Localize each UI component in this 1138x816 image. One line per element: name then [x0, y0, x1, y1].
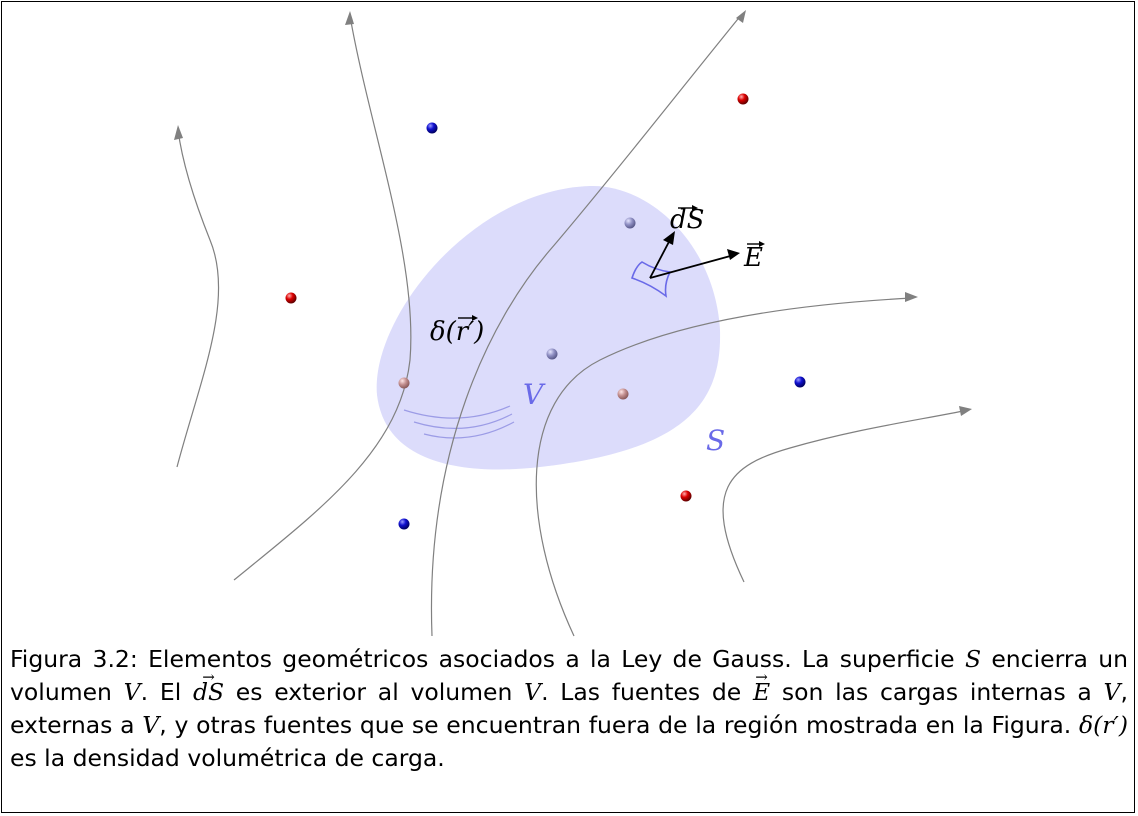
caption-text: es la densidad volumétrica de carga.: [10, 744, 445, 772]
negative-charge: [398, 518, 410, 530]
charge-density-label: δ(r′): [430, 317, 484, 347]
caption-text: . El: [140, 678, 193, 706]
field-line-1: [176, 129, 220, 468]
caption-math-V: V: [524, 678, 542, 706]
arrowhead-1: [174, 125, 183, 140]
field-line-arrowheads: [174, 10, 972, 416]
positive-charge: [285, 292, 297, 304]
E-label: E: [743, 243, 763, 273]
dS-label-overarrow-head: [692, 205, 698, 211]
dS-vector-head: [663, 231, 675, 245]
positive-charge-inside: [617, 388, 629, 400]
E-vector: [649, 254, 735, 279]
caption-math-dS: dS: [193, 661, 224, 709]
arrowhead-3: [736, 10, 746, 23]
negative-charge: [794, 376, 806, 388]
positive-charge: [737, 93, 749, 105]
caption-math-E: E: [753, 661, 770, 709]
caption-text: son las cargas internas a: [770, 678, 1104, 706]
caption-math-V: V: [1103, 678, 1121, 706]
arrowhead-4: [905, 292, 918, 302]
field-line-4: [535, 297, 913, 637]
caption-math-charge-density: δ(r′): [1078, 711, 1128, 739]
dS-label: dS: [670, 205, 704, 235]
caption-text: Elementos geométricos asociados a la Ley…: [137, 645, 965, 673]
volume-region: [376, 185, 721, 470]
positive-charge-inside: [398, 377, 410, 389]
arrowhead-5: [959, 406, 972, 416]
caption-text: , y otras fuentes que se encuentran fuer…: [159, 711, 1079, 739]
negative-charge: [426, 122, 438, 134]
volume-label: V: [523, 378, 546, 411]
field-lines: [176, 13, 969, 637]
inside-charges: [398, 217, 636, 400]
caption-math-V: V: [142, 711, 160, 739]
surface-label: S: [706, 424, 725, 457]
negative-charge-inside: [546, 348, 558, 360]
positive-charge: [680, 490, 692, 502]
outside-charges: [285, 93, 806, 530]
dS-vector: [649, 235, 673, 279]
E-label-overarrow-head: [759, 241, 765, 247]
vectors: [649, 231, 740, 279]
negative-charge-inside: [624, 217, 636, 229]
volume-hatch-arcs: [403, 405, 515, 439]
E-vector-head: [727, 249, 740, 260]
caption-text: encierra un volumen: [10, 645, 1128, 706]
caption-text: . Las fuentes de: [541, 678, 753, 706]
caption-text: es exterior al volumen: [224, 678, 525, 706]
charge-density-overarrow-head: [472, 315, 478, 321]
field-line-3: [430, 13, 743, 637]
arrowhead-2: [345, 11, 354, 25]
field-line-2: [233, 15, 412, 581]
caption-math-S: S: [964, 645, 982, 673]
caption-math-V: V: [123, 678, 141, 706]
caption-label: Figura 3.2:: [10, 645, 138, 673]
field-line-5: [722, 409, 969, 583]
figure-caption: Figura 3.2: Elementos geométricos asocia…: [10, 643, 1128, 775]
gauss-law-figure: dS E δ(r′) V S: [174, 10, 972, 637]
caption-text: , externas a: [10, 678, 1128, 739]
